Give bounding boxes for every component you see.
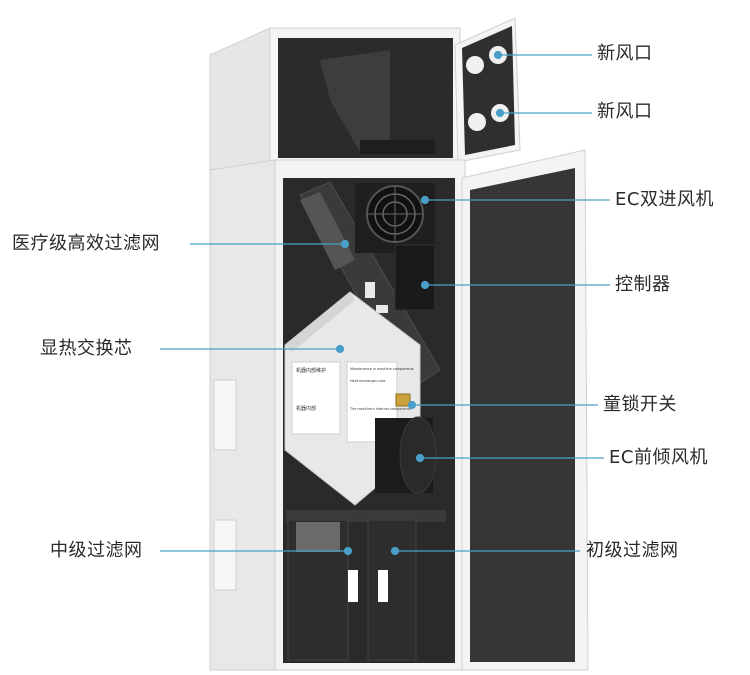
controller-box bbox=[395, 245, 435, 310]
child-lock-switch bbox=[396, 394, 410, 406]
label-ec-forward-fan: EC前倾风机 bbox=[609, 449, 708, 467]
leader-dot bbox=[495, 52, 502, 59]
core-card-right-section: Heat exchanger core bbox=[350, 379, 385, 383]
ec-dual-fan bbox=[355, 183, 435, 253]
label-controller: 控制器 bbox=[615, 276, 671, 294]
inlet-port-icon bbox=[468, 113, 486, 131]
leader-dot bbox=[342, 241, 349, 248]
label-fresh-air-inlet-1: 新风口 bbox=[597, 45, 653, 63]
fresh-air-inlet-panel bbox=[455, 18, 520, 162]
label-medium-filter: 中级过滤网 bbox=[50, 542, 143, 560]
leader-dot bbox=[422, 282, 429, 289]
leader-dot bbox=[417, 455, 424, 462]
core-card-right-section-2: The machine's internal components bbox=[349, 407, 411, 411]
leader-dot bbox=[422, 197, 429, 204]
label-child-lock-switch: 童锁开关 bbox=[603, 396, 677, 414]
leader-dot bbox=[497, 110, 504, 117]
core-card-left-section: 机器内部 bbox=[296, 405, 316, 412]
ec-forward-fan bbox=[375, 417, 436, 493]
leader-dot bbox=[337, 346, 344, 353]
cabinet-door bbox=[462, 150, 588, 670]
core-card-left-title: 机器内部维护 bbox=[296, 367, 326, 374]
label-ec-dual-inlet-fan: EC双进风机 bbox=[615, 191, 714, 209]
leader-dot bbox=[409, 402, 416, 409]
label-fresh-air-inlet-2: 新风口 bbox=[597, 103, 653, 121]
label-sensible-heat-core: 显热交换芯 bbox=[40, 340, 133, 358]
inlet-port-icon bbox=[466, 56, 484, 74]
label-primary-filter: 初级过滤网 bbox=[586, 542, 679, 560]
label-medical-hepa-filter: 医疗级高效过滤网 bbox=[12, 235, 160, 253]
leader-dot bbox=[392, 548, 399, 555]
core-card-right-title: Maintenance in machine components bbox=[350, 367, 414, 371]
leader-dot bbox=[345, 548, 352, 555]
